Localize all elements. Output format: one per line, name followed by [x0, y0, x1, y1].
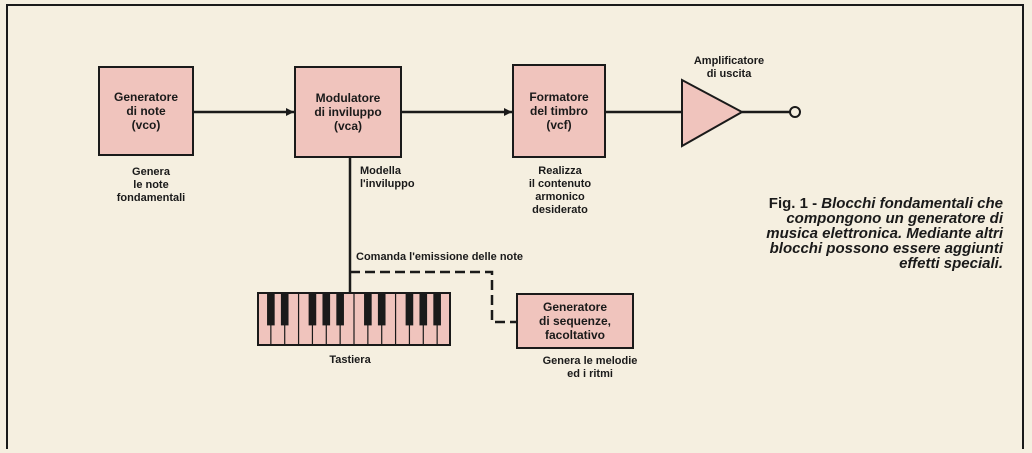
black-key [433, 293, 441, 326]
figure-frame [6, 4, 1024, 449]
black-key [267, 293, 275, 326]
keyboard-caption: Tastiera [329, 354, 371, 366]
figure-caption: Fig. 1 - Blocchi fondamentali che compon… [735, 196, 1003, 271]
sequencer-block: Generatore di sequenze, facoltativo [516, 293, 634, 349]
black-key [364, 293, 372, 326]
amplifier-label: Amplificatore di uscita [693, 55, 765, 80]
figure-caption-label: Fig. 1 - [768, 195, 818, 212]
vco-caption: Genera le note fondamentali [116, 166, 186, 204]
black-key [322, 293, 331, 326]
black-key [405, 293, 414, 326]
vcf-caption: Realizza il contenuto armonico desiderat… [528, 165, 592, 216]
black-key [336, 293, 344, 326]
black-key [308, 293, 317, 326]
sequencer-caption: Genera le melodie ed i ritmi [542, 355, 638, 380]
amplifier-triangle [681, 78, 745, 148]
vco-label: Generatore di note (vco) [113, 90, 179, 132]
command-dashed-line [350, 270, 516, 324]
sequencer-label: Generatore di sequenze, facoltativo [538, 300, 612, 342]
vca-caption: Modella l'inviluppo [360, 165, 415, 190]
arrowhead-vca [286, 108, 294, 116]
command-caption: Comanda l'emissione delle note [356, 251, 524, 263]
black-key [280, 293, 289, 326]
keyboard [257, 292, 451, 346]
vcf-block: Formatore del timbro (vcf) [512, 64, 606, 158]
figure-caption-text: Blocchi fondamentali che compongono un g… [766, 195, 1003, 272]
output-terminal [789, 106, 801, 118]
vca-label: Modulatore di inviluppo (vca) [314, 91, 382, 133]
black-key [419, 293, 428, 326]
black-key [377, 293, 386, 326]
arrowhead-vcf [504, 108, 512, 116]
vca-block: Modulatore di inviluppo (vca) [294, 66, 402, 158]
vco-block: Generatore di note (vco) [98, 66, 194, 156]
vcf-label: Formatore del timbro (vcf) [529, 90, 589, 132]
